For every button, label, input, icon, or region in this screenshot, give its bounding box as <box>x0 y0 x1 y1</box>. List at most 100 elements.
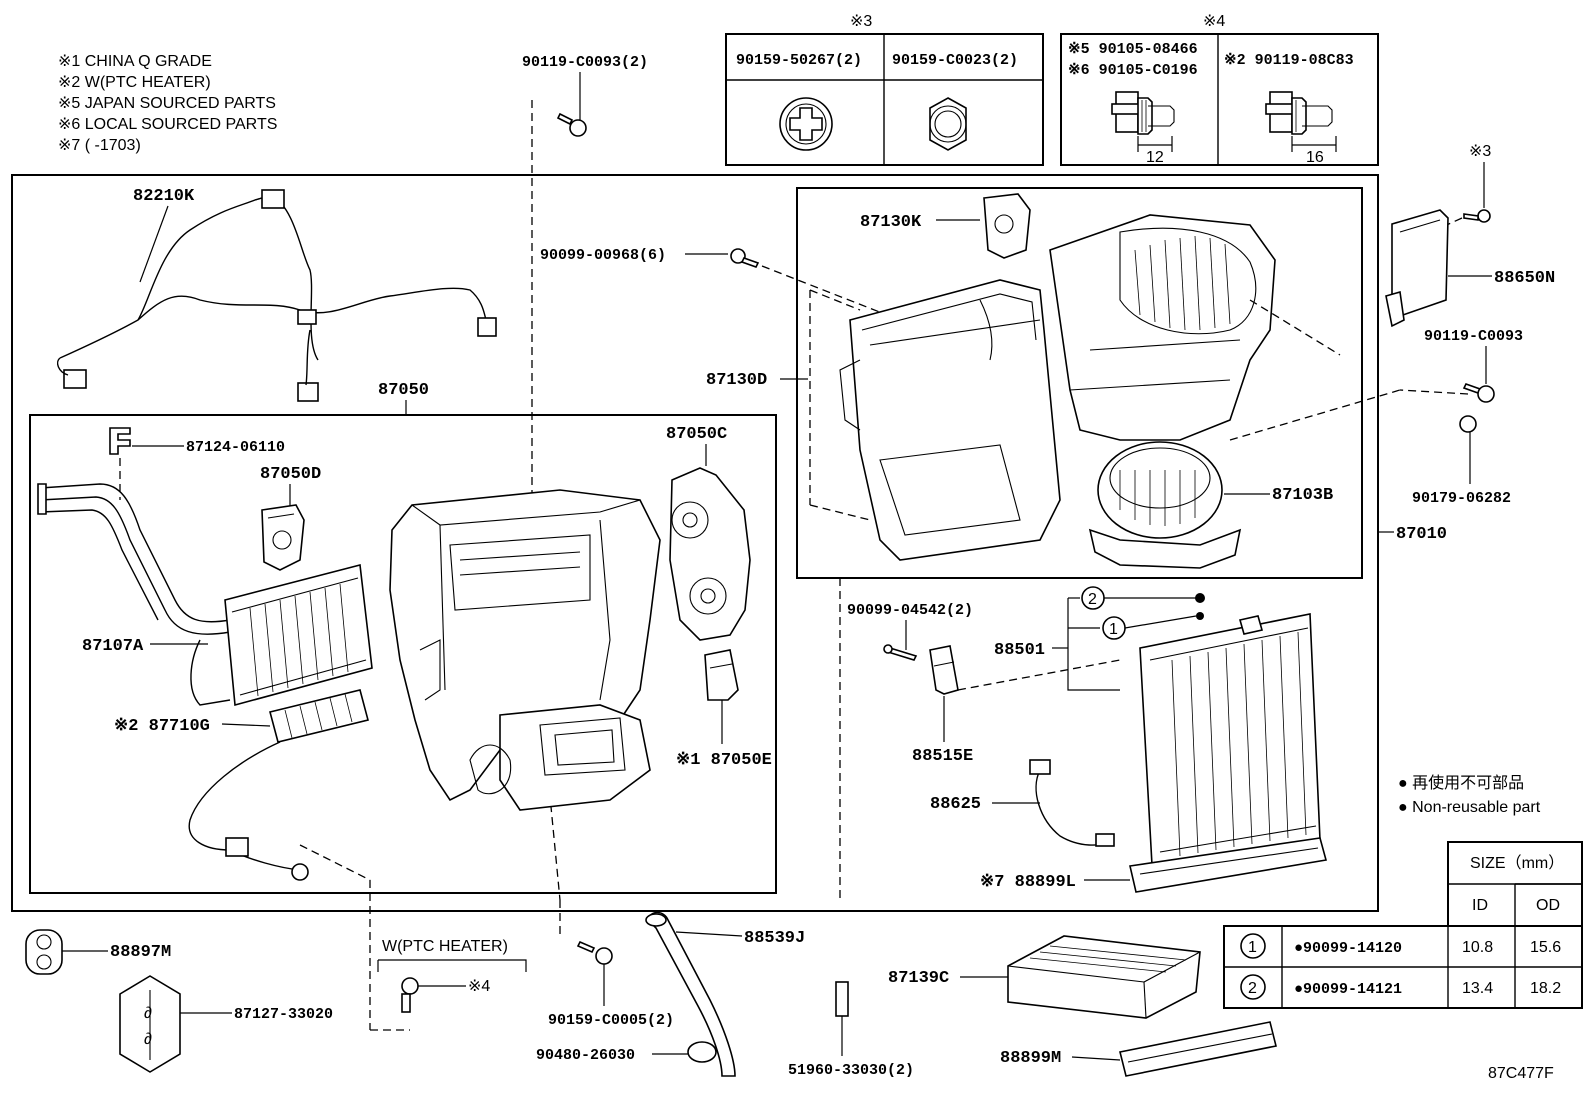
ptc-heater-bracket: W(PTC HEATER) ※4 <box>369 880 527 1031</box>
assembly-frame-87010 <box>11 174 1379 912</box>
table3-col2: 90159-C0023(2) <box>892 52 1018 69</box>
legend: ● 再使用不可部品 ● Non-reusable part <box>1398 774 1541 816</box>
blower-case-87130d: 87130D <box>706 279 1061 561</box>
table3-mark: ※3 <box>850 13 872 30</box>
actuator-87050e: ※1 87050E <box>676 649 772 770</box>
connector-icon <box>261 189 285 209</box>
label-87050: 87050 <box>378 381 429 400</box>
label-87710g: ※2 87710G <box>114 717 210 736</box>
grommet-88897m: 88897M <box>25 929 171 975</box>
note-6: ※6 LOCAL SOURCED PARTS <box>58 116 277 133</box>
size-header: SIZE（mm） <box>1470 854 1564 872</box>
label-87139c: 87139C <box>888 969 949 988</box>
label-88650n: 88650N <box>1494 269 1555 288</box>
assembly-frame-blower <box>796 187 1363 579</box>
size-row2-id: 13.4 <box>1462 980 1493 997</box>
phillips-screw-icon <box>779 97 833 151</box>
size-row1-part: ●90099-14120 <box>1294 940 1402 957</box>
size-row1-od: 15.6 <box>1530 939 1561 956</box>
size-table: SIZE（mm） ID OD 1 ●90099-14120 10.8 15.6 … <box>1223 841 1583 1009</box>
table4-col2-line1: ※2 90119-08C83 <box>1224 52 1354 69</box>
note-7: ※7 ( -1703) <box>58 137 141 154</box>
note-2: ※2 W(PTC HEATER) <box>58 74 211 91</box>
label-87010: 87010 <box>1396 525 1447 544</box>
mark-3: ※3 <box>1469 143 1491 160</box>
evaporator-87107a: 87107A <box>37 483 373 707</box>
label-88515e: 88515E <box>912 747 973 766</box>
label-87050d: 87050D <box>260 465 321 484</box>
connector-icon <box>1095 833 1115 847</box>
mark-4: ※4 <box>468 978 490 995</box>
circle-1-label: 1 <box>1109 621 1118 638</box>
table4-col1-line2: ※6 90105-C0196 <box>1068 62 1198 79</box>
label-88625: 88625 <box>930 795 981 814</box>
blower-housing <box>1049 214 1401 441</box>
hex-nut-icon <box>929 97 967 151</box>
label-90099-04542: 90099-04542(2) <box>847 602 973 619</box>
table4-dim-16: 16 <box>1306 149 1324 166</box>
heater-core-fins <box>1171 631 1307 857</box>
pad-87127-33020: ∂ ∂ 87127-33020 <box>119 975 333 1073</box>
wire-harness-82210k: 82210K <box>56 187 497 402</box>
pad-mark-icon: ∂ <box>144 1005 152 1022</box>
label-87124-06110: 87124-06110 <box>186 439 285 456</box>
legend-en: ● Non-reusable part <box>1398 799 1541 816</box>
flange-bolt-icon: 12 <box>1111 91 1175 166</box>
connector-icon <box>297 382 319 402</box>
drain-hose-88539j: 88539J <box>645 911 805 1077</box>
fastener-table-4: ※4 ※5 90105-08466 ※6 90105-C0196 ※2 9011… <box>1060 13 1379 166</box>
sensor-88625: 88625 <box>930 759 1115 847</box>
plug-90480-26030: 90480-26030 <box>536 1041 717 1064</box>
legend-ja: ● 再使用不可部品 <box>1398 774 1524 792</box>
size-row2-part: ●90099-14121 <box>1294 981 1402 998</box>
heater-unit-87050: 87050 <box>378 381 661 811</box>
label-87130d: 87130D <box>706 371 767 390</box>
nut-90179-06282: 90179-06282 <box>1412 415 1511 507</box>
evaporator-fins <box>249 583 349 697</box>
diagram-code: 87C477F <box>1488 1065 1554 1082</box>
size-col-od: OD <box>1536 897 1560 914</box>
sensor-88515e: 88515E <box>839 578 1121 900</box>
hex-bolt-icon: 16 <box>1265 91 1337 166</box>
label-88897m: 88897M <box>110 943 171 962</box>
label-88501: 88501 <box>994 641 1045 660</box>
servo-motor-87050d: 87050D <box>260 465 321 571</box>
assembly-frame-87050 <box>29 414 777 894</box>
label-87050c: 87050C <box>666 425 727 444</box>
amplifier-88650n: ※3 88650N <box>1385 143 1555 328</box>
filter-87139c: 87139C <box>888 935 1201 1019</box>
screw-90119-c0093: 90119-C0093 <box>1399 328 1523 403</box>
label-90159-c0005: 90159-C0005(2) <box>548 1012 674 1029</box>
label-90119-c0093-2: 90119-C0093(2) <box>522 54 648 71</box>
connector-icon <box>1029 759 1051 775</box>
table3-col1: 90159-50267(2) <box>736 52 862 69</box>
table4-dim-12: 12 <box>1146 149 1164 166</box>
heater-core-88501: 88501 2 1 <box>994 586 1321 866</box>
connector-icon <box>225 837 249 857</box>
label-51960-33030: 51960-33030(2) <box>788 1062 914 1079</box>
label-90119-c0093: 90119-C0093 <box>1424 328 1523 345</box>
label-90179-06282: 90179-06282 <box>1412 490 1511 507</box>
label-90099-00968: 90099-00968(6) <box>540 247 666 264</box>
terminal-icon <box>291 863 309 881</box>
connector-icon <box>63 369 87 389</box>
cover-88899l: ※7 88899L <box>980 837 1328 893</box>
clip-87124-06110: 87124-06110 <box>109 427 285 500</box>
label-88539j: 88539J <box>744 929 805 948</box>
label-87130k: 87130K <box>860 213 922 232</box>
label-88899l: ※7 88899L <box>980 873 1076 892</box>
label-87127-33020: 87127-33020 <box>234 1006 333 1023</box>
screw-90159-c0005: 90159-C0005(2) <box>548 900 674 1029</box>
note-5: ※5 JAPAN SOURCED PARTS <box>58 95 276 112</box>
size-row1-no: 1 <box>1248 939 1257 956</box>
label-90480-26030: 90480-26030 <box>536 1047 635 1064</box>
size-row2-no: 2 <box>1248 980 1257 997</box>
fastener-table-3: ※3 90159-50267(2) 90159-C0023(2) <box>725 13 1044 166</box>
notes-block: ※1 CHINA Q GRADE ※2 W(PTC HEATER) ※5 JAP… <box>58 53 277 154</box>
note-1: ※1 CHINA Q GRADE <box>58 53 212 70</box>
label-82210k: 82210K <box>133 187 195 206</box>
blower-motor-87103b: 87103B <box>1088 441 1333 569</box>
servo-motor-87130k: 87130K <box>860 193 1031 259</box>
screw-90099-04542: 90099-04542(2) <box>847 602 973 661</box>
